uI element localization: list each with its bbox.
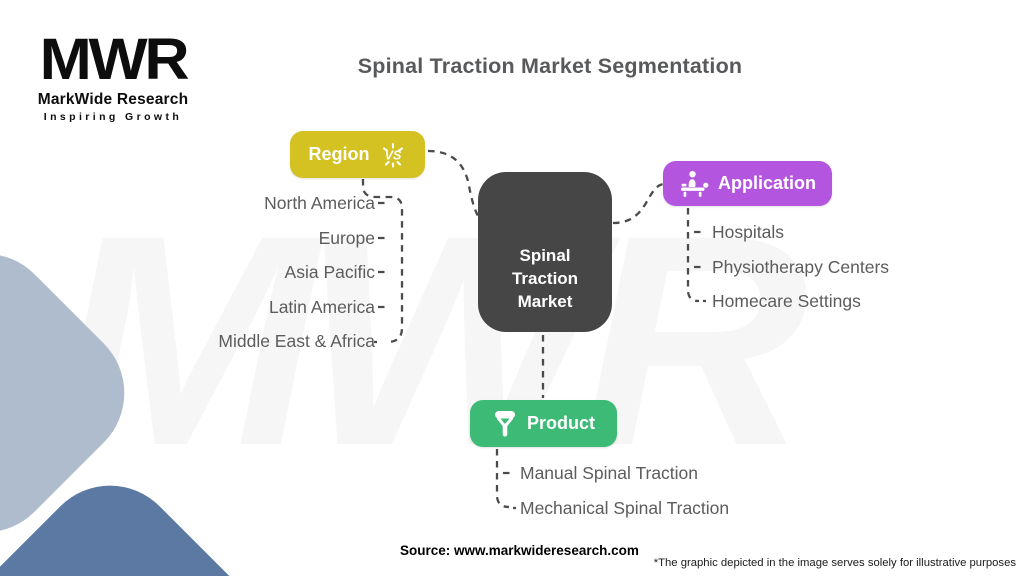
logo-acronym: MWR <box>39 27 190 92</box>
connector-application-list <box>686 208 700 303</box>
vs-icon: VS <box>379 141 407 169</box>
product-item-list: Manual Spinal Traction Mechanical Spinal… <box>520 456 820 525</box>
connector-region-to-center <box>427 149 481 219</box>
central-node: Spinal Traction Market <box>478 172 612 332</box>
source-text: Source: www.markwideresearch.com <box>400 543 639 558</box>
central-node-line: Traction <box>511 269 579 288</box>
region-item: Middle East & Africa <box>218 331 375 351</box>
svg-text:VS: VS <box>384 148 401 162</box>
product-item: Manual Spinal Traction <box>520 463 699 483</box>
page-title: Spinal Traction Market Segmentation <box>357 54 743 78</box>
region-item-list: North America Europe Asia Pacific Latin … <box>110 186 375 359</box>
application-item-list: Hospitals Physiotherapy Centers Homecare… <box>712 215 992 319</box>
region-item: Europe <box>318 227 375 248</box>
region-item: Latin America <box>268 296 375 317</box>
application-item: Homecare Settings <box>712 291 861 311</box>
connector-region-item-stubs <box>374 201 389 344</box>
branch-node-application: Application <box>663 161 832 206</box>
logo-tagline: Inspiring Growth <box>43 111 183 123</box>
branch-node-product: Product <box>470 400 617 447</box>
region-item: North America <box>264 193 375 213</box>
region-label: Region <box>308 144 370 164</box>
product-label: Product <box>526 413 595 433</box>
physiotherapy-icon <box>679 170 709 198</box>
central-node-line: Spinal <box>519 246 571 265</box>
connector-application-item-stubs <box>694 230 706 303</box>
connector-product-list <box>495 449 510 509</box>
disclaimer-text: *The graphic depicted in the image serve… <box>653 557 1016 569</box>
brand-logo: MWR MarkWide Research Inspiring Growth <box>33 30 193 124</box>
product-item: Mechanical Spinal Traction <box>520 497 730 518</box>
application-item: Physiotherapy Centers <box>712 256 890 277</box>
connector-product-item-stubs <box>503 471 516 510</box>
branch-node-region: Region VS <box>290 131 425 178</box>
connector-region-list <box>361 179 404 344</box>
application-label: Application <box>718 173 816 193</box>
region-item: Asia Pacific <box>284 262 375 282</box>
massage-roller-icon <box>492 409 518 439</box>
logo-company-name: MarkWide Research <box>37 91 189 108</box>
background-watermark: MWR <box>55 172 809 508</box>
central-node-line: Market <box>517 292 573 311</box>
connector-center-to-application <box>612 182 664 225</box>
application-item: Hospitals <box>712 222 784 242</box>
